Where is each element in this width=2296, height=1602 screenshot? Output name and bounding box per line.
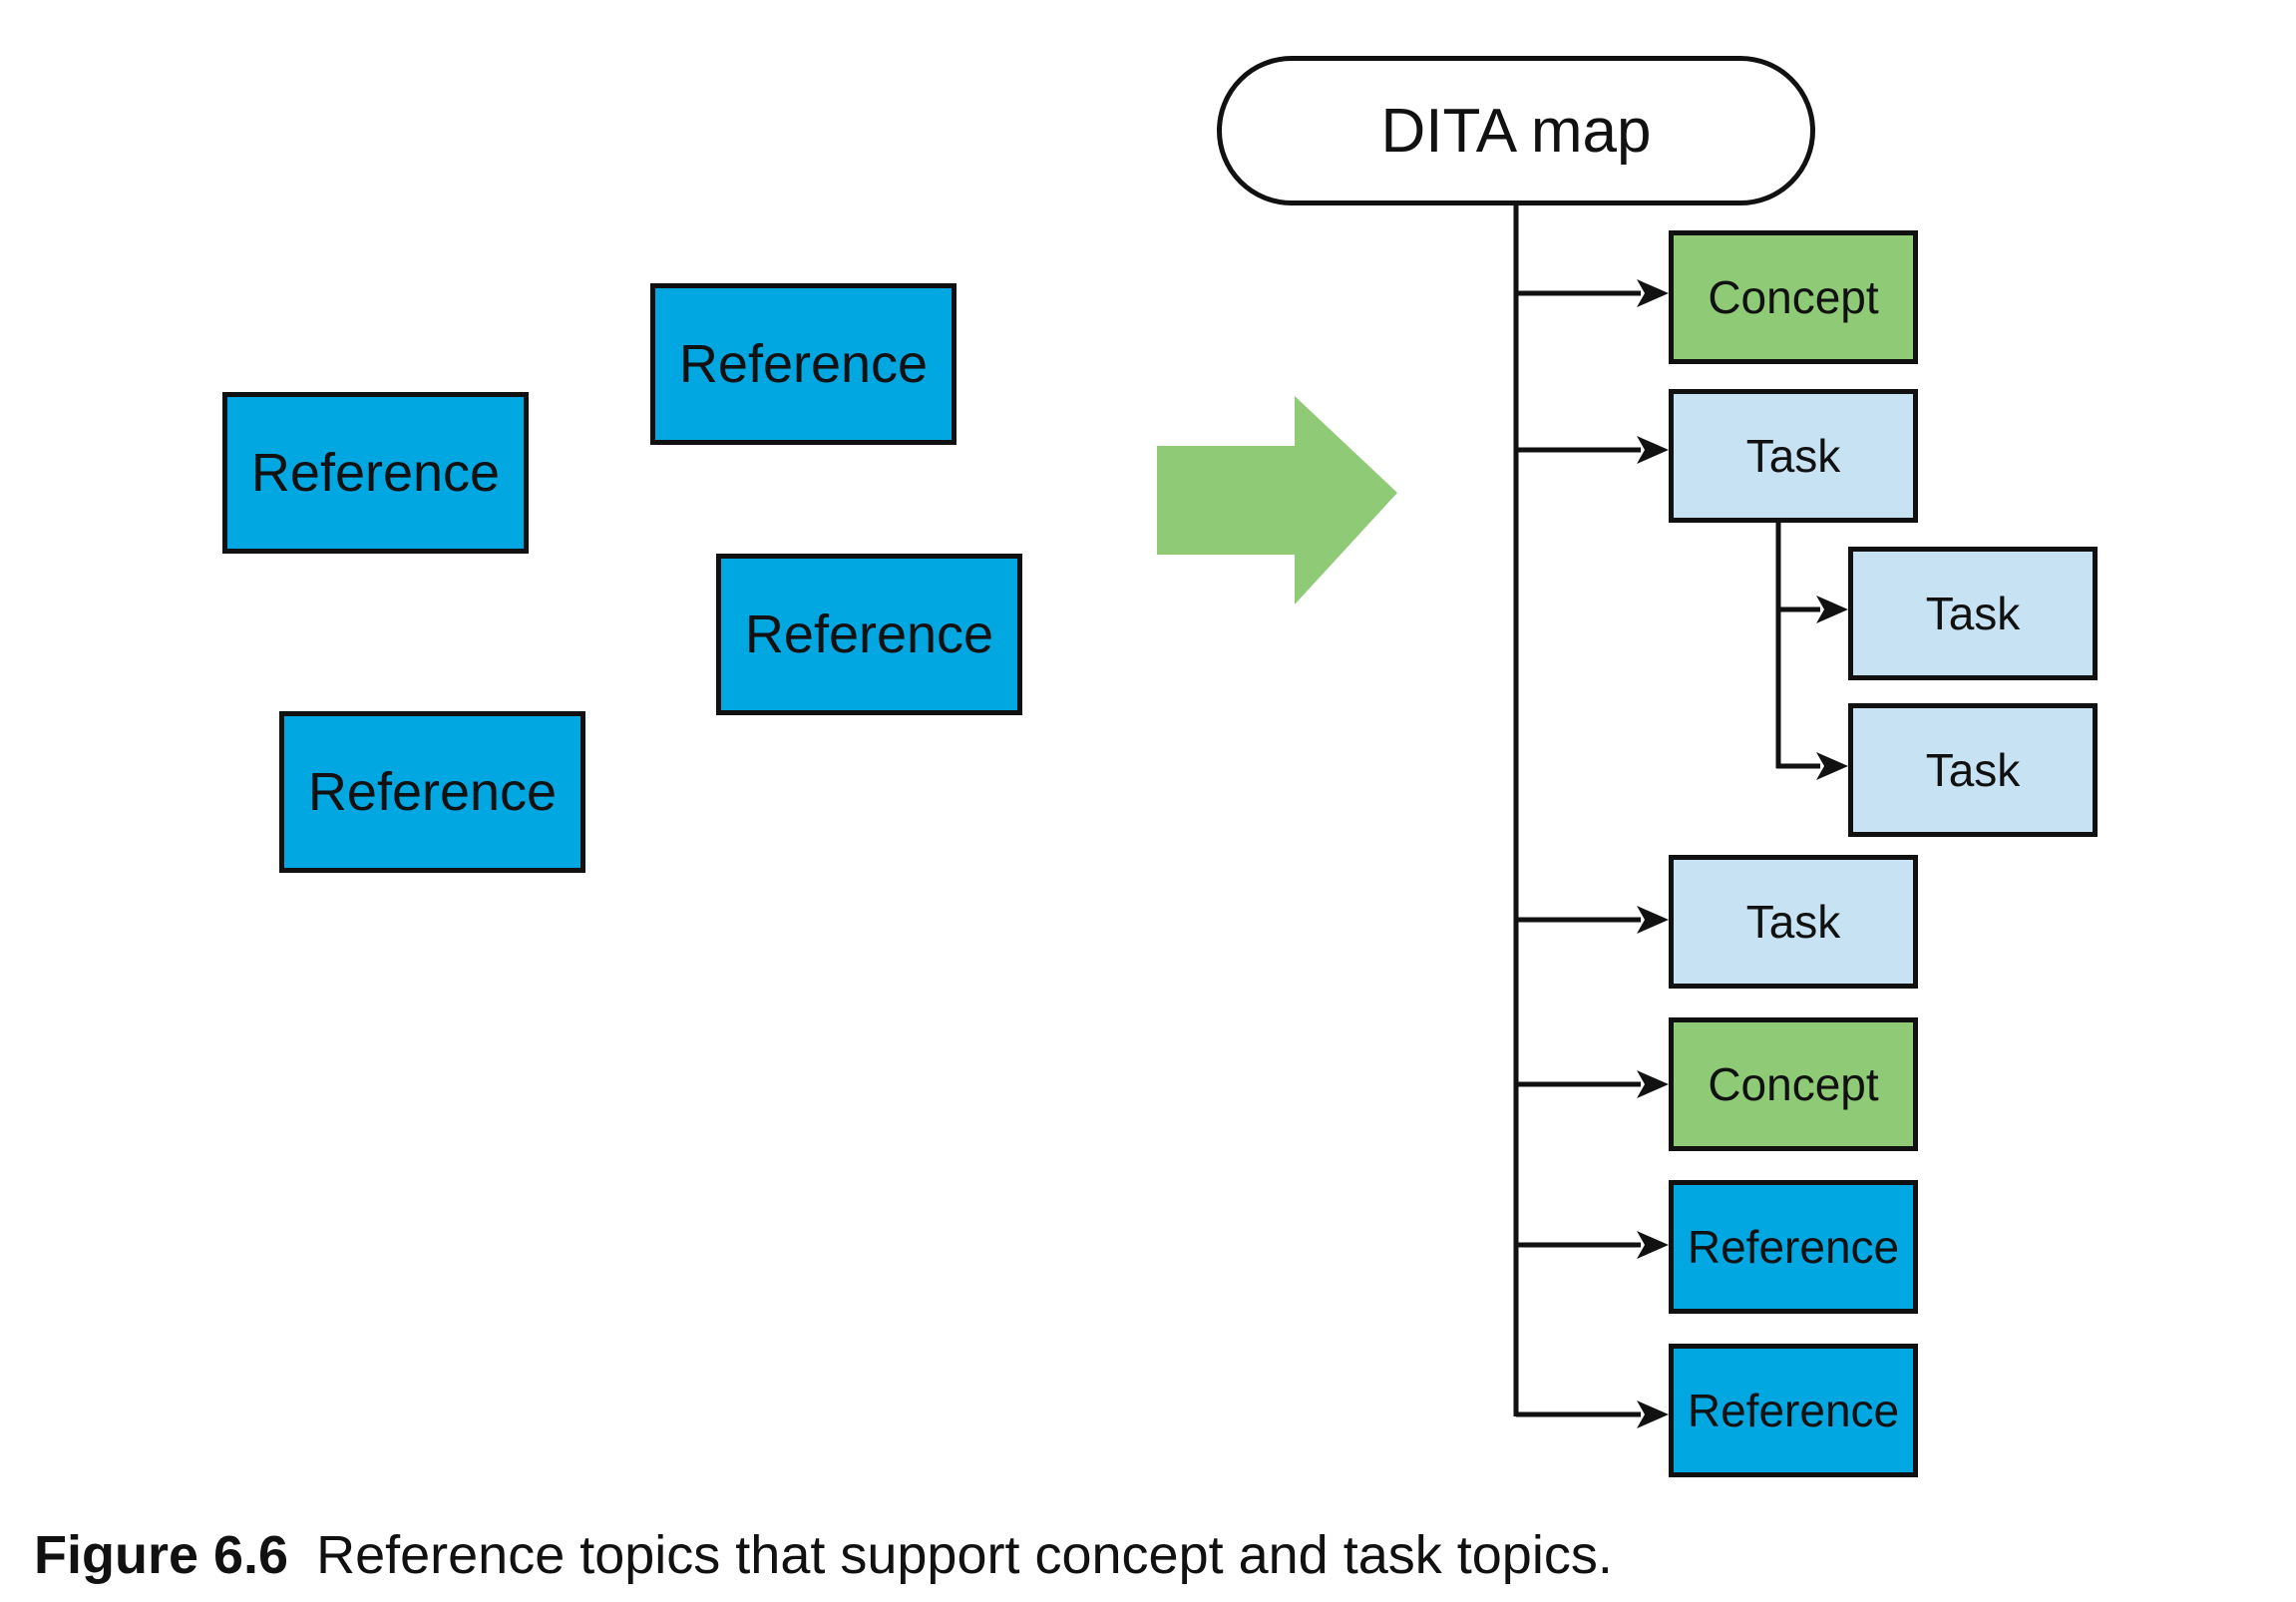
dita-map-root-label: DITA map: [1380, 96, 1652, 166]
map-node-concept-1-label: Concept: [1708, 271, 1879, 323]
dita-map-root: DITA map: [1217, 56, 1815, 205]
arrowhead-reference-1: [1637, 1231, 1669, 1259]
figure-caption-text: Reference topics that support concept an…: [316, 1525, 1613, 1585]
loose-reference-2: Reference: [222, 392, 529, 554]
loose-reference-3: Reference: [716, 554, 1022, 715]
arrowhead-subtask-1: [1816, 596, 1848, 623]
loose-reference-1-label: Reference: [678, 334, 929, 394]
loose-reference-2-label: Reference: [250, 443, 501, 503]
arrowhead-task-3: [1637, 906, 1669, 934]
map-node-reference-1-label: Reference: [1687, 1221, 1900, 1273]
map-node-task-3-label: Task: [1745, 896, 1841, 948]
loose-reference-4-label: Reference: [307, 762, 558, 822]
map-node-reference-2: Reference: [1669, 1344, 1918, 1477]
loose-reference-4: Reference: [279, 711, 585, 873]
map-node-reference-2-label: Reference: [1687, 1385, 1900, 1436]
map-node-subtask-1-label: Task: [1925, 588, 2021, 639]
map-node-concept-2: Concept: [1669, 1017, 1918, 1151]
arrowhead-concept-1: [1637, 279, 1669, 307]
transform-arrow: [1157, 396, 1397, 604]
map-node-subtask-2: Task: [1848, 703, 2098, 837]
map-node-task-1-label: Task: [1745, 430, 1841, 482]
map-node-reference-1: Reference: [1669, 1180, 1918, 1314]
arrowhead-reference-2: [1637, 1401, 1669, 1428]
map-node-task-1: Task: [1669, 389, 1918, 523]
arrowhead-task-1: [1637, 436, 1669, 464]
map-node-subtask-1: Task: [1848, 547, 2098, 680]
figure-caption: Figure 6.6 Reference topics that support …: [34, 1524, 1613, 1586]
map-node-concept-1: Concept: [1669, 230, 1918, 364]
loose-reference-1: Reference: [650, 283, 957, 445]
arrowhead-concept-2: [1637, 1070, 1669, 1098]
map-node-concept-2-label: Concept: [1708, 1058, 1879, 1110]
loose-reference-3-label: Reference: [744, 604, 994, 664]
figure-number: Figure 6.6: [34, 1525, 289, 1585]
map-node-subtask-2-label: Task: [1925, 744, 2021, 796]
map-node-task-3: Task: [1669, 855, 1918, 989]
arrowhead-subtask-2: [1816, 752, 1848, 780]
